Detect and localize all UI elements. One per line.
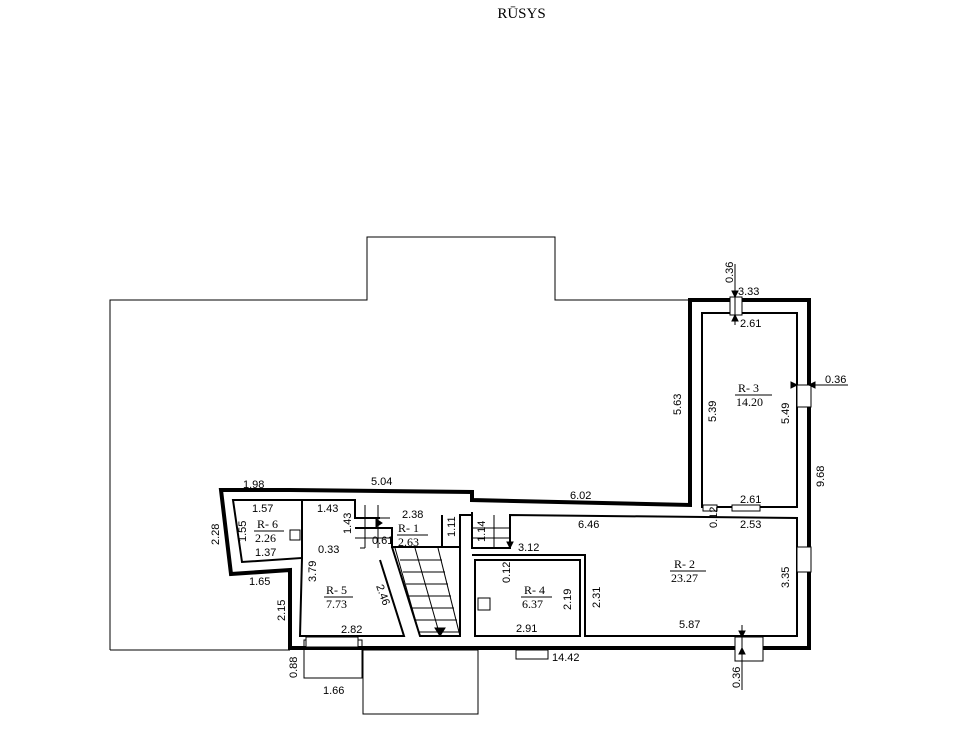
room-id: R- 5: [326, 583, 347, 597]
room-area: 2.26: [255, 531, 276, 545]
dimension: 2.61: [740, 494, 761, 506]
dimension: 0.36: [825, 374, 846, 386]
building-outline: [109, 236, 690, 715]
dimension: 2.53: [740, 519, 761, 531]
dimension: 1.57: [252, 503, 273, 515]
room-id: R- 3: [738, 381, 759, 395]
dimension: 1.65: [249, 576, 270, 588]
room-labels: R- 1 2.63 R- 2 23.27 R- 3 14.20 R- 4 6.3…: [254, 381, 772, 611]
dimension: 3.33: [738, 286, 759, 298]
dimension: 2.61: [740, 318, 761, 330]
dimension: 2.28: [210, 524, 222, 545]
dimension: 1.98: [243, 479, 264, 491]
dimension: 1.43: [342, 513, 354, 534]
dimension-labels: 0.36 3.33 2.61 0.36 5.63 5.39 5.49 9.68 …: [210, 262, 846, 697]
room-area: 7.73: [326, 597, 347, 611]
dimension: 3.35: [780, 567, 792, 588]
room-id: R- 2: [674, 557, 695, 571]
dimension: 0.33: [318, 544, 339, 556]
dimension: 5.63: [672, 394, 684, 415]
dimension: 2.38: [402, 509, 423, 521]
dimension: 9.68: [815, 466, 827, 487]
dimension: 1.11: [446, 516, 458, 537]
dimension: 0.36: [724, 262, 736, 283]
dimension: 2.82: [341, 624, 362, 636]
room-area: 23.27: [671, 571, 698, 585]
room-id: R- 4: [524, 583, 545, 597]
dimension: 5.39: [707, 401, 719, 422]
dimension: 3.12: [518, 542, 539, 554]
room-area: 14.20: [736, 395, 763, 409]
dimension: 1.43: [317, 503, 338, 515]
plan-title: RŪSYS: [497, 6, 546, 22]
dimension: 0.12: [501, 562, 513, 583]
room-area: 2.63: [398, 535, 419, 549]
arrow-marks: [375, 290, 816, 655]
dimension: 14.42: [552, 652, 580, 664]
exterior-walls: [218, 298, 811, 650]
dimension: 2.91: [516, 623, 537, 635]
room-id: R- 1: [398, 521, 419, 535]
dimension: 2.31: [591, 587, 603, 608]
room-id: R- 6: [257, 517, 278, 531]
dimension: 1.37: [255, 547, 276, 559]
dimension: 1.55: [237, 521, 249, 542]
dimension: 5.49: [780, 403, 792, 424]
dimension: 2.19: [562, 589, 574, 610]
dimension: 1.14: [476, 521, 488, 542]
dimension: 0.12: [708, 507, 720, 528]
staircase: [289, 505, 510, 637]
dimension: 0.36: [731, 667, 743, 688]
dimension: 0.61: [372, 535, 393, 547]
dimension: 5.04: [371, 476, 392, 488]
dimension: 6.46: [578, 519, 599, 531]
windows: [305, 264, 848, 690]
dimension: 1.66: [323, 685, 344, 697]
dimension: 3.79: [307, 561, 319, 582]
dimension: 2.15: [276, 600, 288, 621]
dimension: 6.02: [570, 490, 591, 502]
room-area: 6.37: [522, 597, 543, 611]
dimension: 0.88: [288, 657, 300, 678]
dimension: 5.87: [679, 619, 700, 631]
